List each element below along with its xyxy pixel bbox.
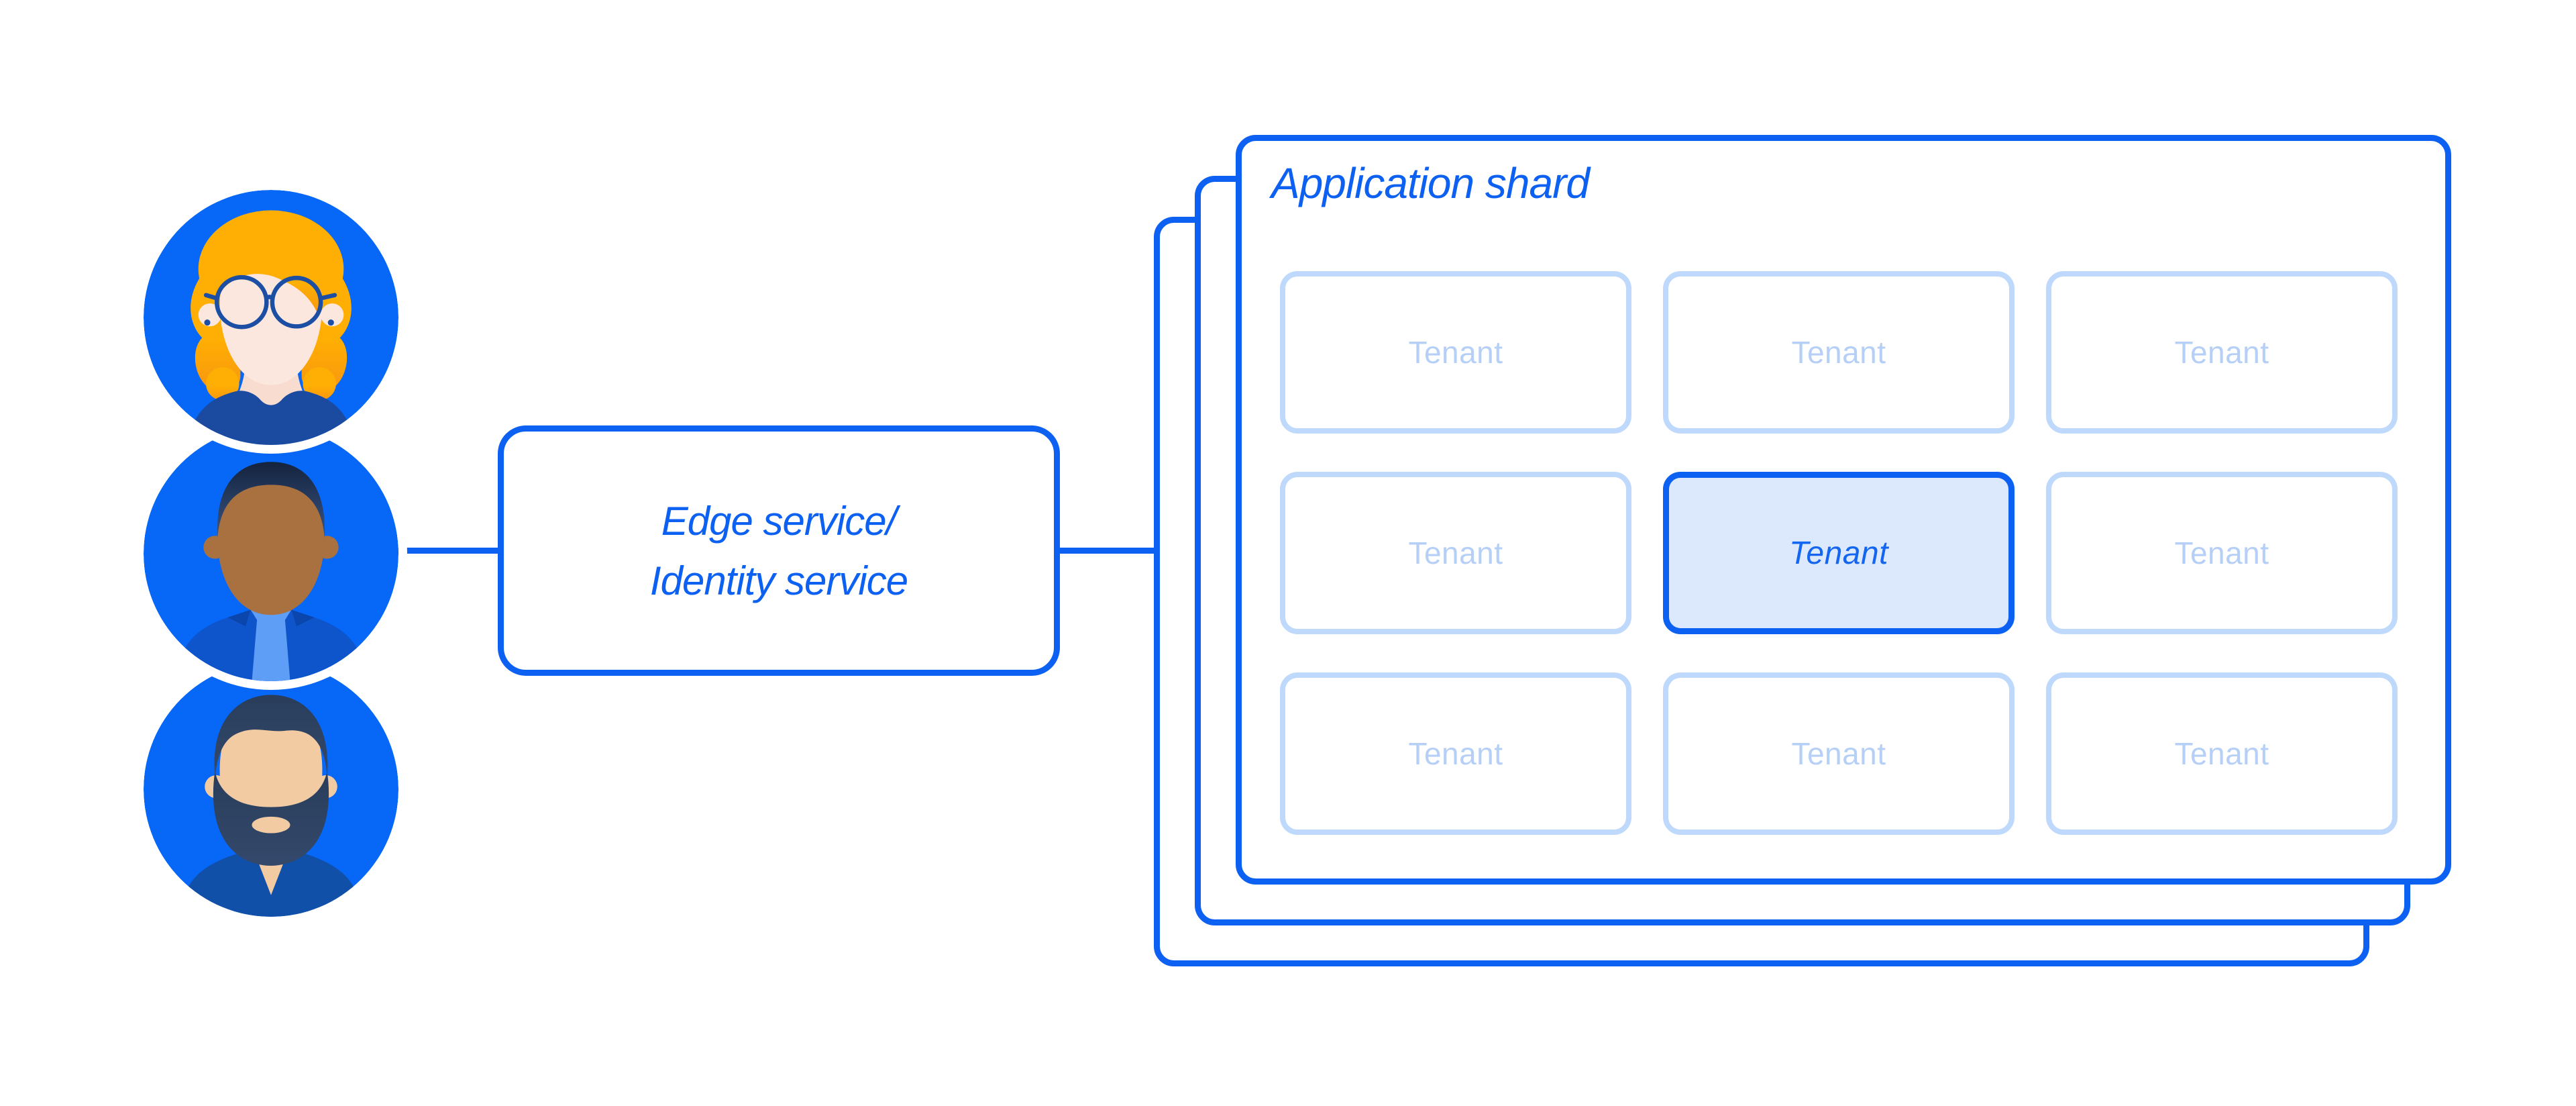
tenant-box: Tenant [1663, 672, 2015, 835]
woman-glasses-illustration [144, 190, 398, 445]
connector-edge-to-shard [1057, 548, 1161, 554]
tenant-box: Tenant [1280, 472, 1631, 634]
connector-users-to-edge [395, 548, 499, 554]
edge-service-label-line1: Edge service/ [661, 498, 898, 544]
tenant-box-highlighted: Tenant [1663, 472, 2015, 634]
edge-service-label-line2: Identity service [649, 558, 908, 603]
tenant-box: Tenant [2046, 672, 2398, 835]
man-beard-illustration [144, 662, 398, 917]
man-illustration [144, 426, 398, 681]
application-shard-panel-front: Application shard Tenant Tenant Tenant T… [1236, 135, 2451, 885]
tenant-box: Tenant [1663, 271, 2015, 434]
tenant-box: Tenant [1280, 672, 1631, 835]
user-avatar-man-icon [144, 426, 398, 681]
user-avatar-man-beard-icon [144, 662, 398, 917]
edge-identity-service-box: Edge service/ Identity service [498, 425, 1060, 676]
tenant-grid: Tenant Tenant Tenant Tenant Tenant Tenan… [1280, 271, 2398, 835]
tenant-box: Tenant [1280, 271, 1631, 434]
tenant-box: Tenant [2046, 271, 2398, 434]
user-avatar-woman-glasses-icon [144, 190, 398, 445]
application-shard-title: Application shard [1271, 159, 1590, 207]
tenant-box: Tenant [2046, 472, 2398, 634]
